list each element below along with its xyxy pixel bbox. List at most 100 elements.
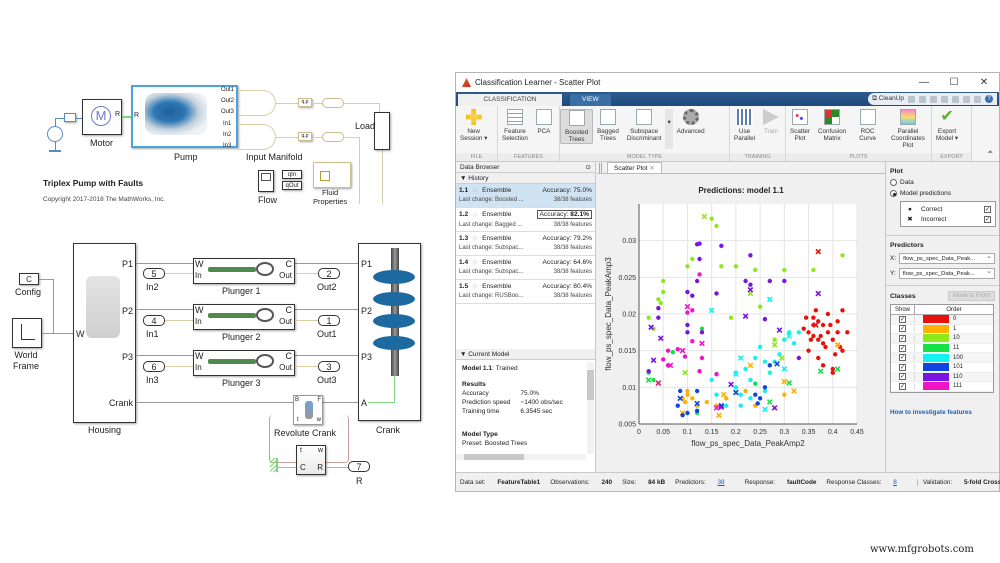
outport-2[interactable]: 2: [318, 268, 340, 279]
class-row[interactable]: ✓0: [891, 315, 993, 325]
paste-icon[interactable]: [941, 95, 948, 103]
close-tab-icon[interactable]: ✕: [649, 165, 655, 172]
class-row[interactable]: ✓100: [891, 353, 993, 363]
config-block[interactable]: C: [19, 273, 39, 285]
outport-1[interactable]: 1: [318, 315, 340, 326]
class-row[interactable]: ✓10: [891, 334, 993, 344]
close-button[interactable]: ✕: [979, 77, 989, 88]
show-class-checkbox[interactable]: ✓: [899, 354, 906, 362]
cut-icon[interactable]: [919, 95, 926, 103]
class-row[interactable]: ✓11: [891, 344, 993, 354]
vertical-scrollbar[interactable]: [587, 362, 594, 454]
current-sensor-block[interactable]: [64, 113, 76, 122]
outport-7[interactable]: 7: [348, 461, 370, 472]
gallery-dropdown-button[interactable]: ▾: [665, 109, 673, 149]
tab-view[interactable]: VIEW: [570, 94, 611, 106]
save-icon[interactable]: [908, 95, 915, 103]
input-manifold[interactable]: [238, 124, 276, 150]
goto-qout[interactable]: qOut: [282, 181, 302, 190]
predictors-link[interactable]: 38: [717, 478, 725, 486]
horizontal-scrollbar[interactable]: [456, 454, 586, 460]
advanced-button[interactable]: Advanced: [673, 109, 709, 135]
help-icon[interactable]: ?: [985, 95, 993, 103]
fluid-properties-block[interactable]: [313, 162, 351, 188]
output-manifold[interactable]: [238, 90, 276, 116]
plunger-2-block[interactable]: W In C Out: [193, 304, 295, 330]
train-button[interactable]: Train: [759, 109, 783, 135]
outport-3[interactable]: 3: [318, 361, 340, 372]
panel-menu-icon[interactable]: ⊙: [585, 164, 591, 171]
class-row[interactable]: ✓110: [891, 372, 993, 383]
move-to-front-button[interactable]: Move to Front: [947, 291, 995, 301]
world-frame-block[interactable]: [12, 318, 42, 348]
pipe-out[interactable]: [322, 98, 344, 108]
redo-icon[interactable]: [963, 95, 970, 103]
current-model-header[interactable]: ▼ Current Model: [456, 349, 595, 360]
show-class-checkbox[interactable]: ✓: [899, 315, 906, 323]
cleanup-button[interactable]: ⧉ CleanUp: [872, 95, 904, 102]
y-predictor-dropdown[interactable]: flow_ps_spec_Data_Peak...: [898, 268, 995, 279]
radio-data[interactable]: Data: [890, 179, 995, 186]
correct-checkbox[interactable]: ✓: [984, 205, 991, 213]
inport-4[interactable]: 4: [143, 315, 165, 326]
undo-icon[interactable]: [952, 95, 959, 103]
goto-qin[interactable]: qIn: [282, 170, 302, 179]
star-icon[interactable]: ☆: [472, 235, 479, 242]
radio-model-predictions[interactable]: Model predictions: [890, 190, 995, 197]
class-row[interactable]: ✓101: [891, 363, 993, 373]
star-icon[interactable]: ☆: [472, 259, 479, 266]
pressure-sensor-out[interactable]: q,p: [298, 98, 312, 107]
copy-icon[interactable]: [930, 95, 937, 103]
housing-block[interactable]: P1 P2 P3 Crank W: [73, 243, 136, 423]
inport-6[interactable]: 6: [143, 361, 165, 372]
incorrect-checkbox[interactable]: ✓: [984, 215, 991, 223]
history-header[interactable]: ▼ History: [456, 173, 595, 184]
star-icon[interactable]: ☆: [472, 211, 479, 219]
maximize-button[interactable]: ☐: [949, 77, 959, 88]
revolute-crank-block[interactable]: B F t w: [293, 395, 323, 425]
class-row[interactable]: ✓1: [891, 324, 993, 335]
torque-sensor-block[interactable]: t w C R: [296, 445, 326, 475]
show-class-checkbox[interactable]: ✓: [899, 363, 906, 371]
show-class-checkbox[interactable]: ✓: [899, 373, 906, 381]
tab-classification-learner[interactable]: CLASSIFICATION LEARNER: [458, 94, 562, 115]
motor-block[interactable]: M R: [82, 99, 122, 135]
flow-scope[interactable]: [258, 170, 274, 192]
collapse-ribbon-icon[interactable]: ⏶: [987, 149, 993, 156]
pump-block[interactable]: R: [131, 85, 238, 148]
load-block[interactable]: [374, 112, 390, 150]
response-classes-link[interactable]: 8: [893, 478, 897, 486]
pca-button[interactable]: PCA: [532, 109, 556, 135]
layout-icon[interactable]: [974, 95, 981, 103]
pipe-in[interactable]: [322, 132, 344, 142]
plunger-3-block[interactable]: W In C Out: [193, 350, 295, 376]
show-class-checkbox[interactable]: ✓: [899, 344, 906, 352]
show-class-checkbox[interactable]: ✓: [899, 325, 906, 333]
plunger-1-block[interactable]: W In C Out: [193, 258, 295, 284]
show-class-checkbox[interactable]: ✓: [899, 382, 906, 390]
x-predictor-dropdown[interactable]: flow_ps_spec_Data_Peak...: [899, 253, 995, 264]
inport-5[interactable]: 5: [143, 268, 165, 279]
roc-curve-button[interactable]: ROC Curve: [850, 109, 885, 142]
star-icon[interactable]: ☆: [472, 283, 479, 290]
show-class-checkbox[interactable]: ✓: [899, 334, 906, 342]
pressure-sensor-in[interactable]: q,p: [298, 132, 312, 141]
how-to-investigate-link[interactable]: How to investigate features: [890, 408, 972, 416]
star-icon[interactable]: ☆: [472, 187, 479, 194]
class-row[interactable]: ✓111: [891, 382, 993, 392]
crank-block[interactable]: P1 P2 P3 A: [358, 243, 421, 421]
